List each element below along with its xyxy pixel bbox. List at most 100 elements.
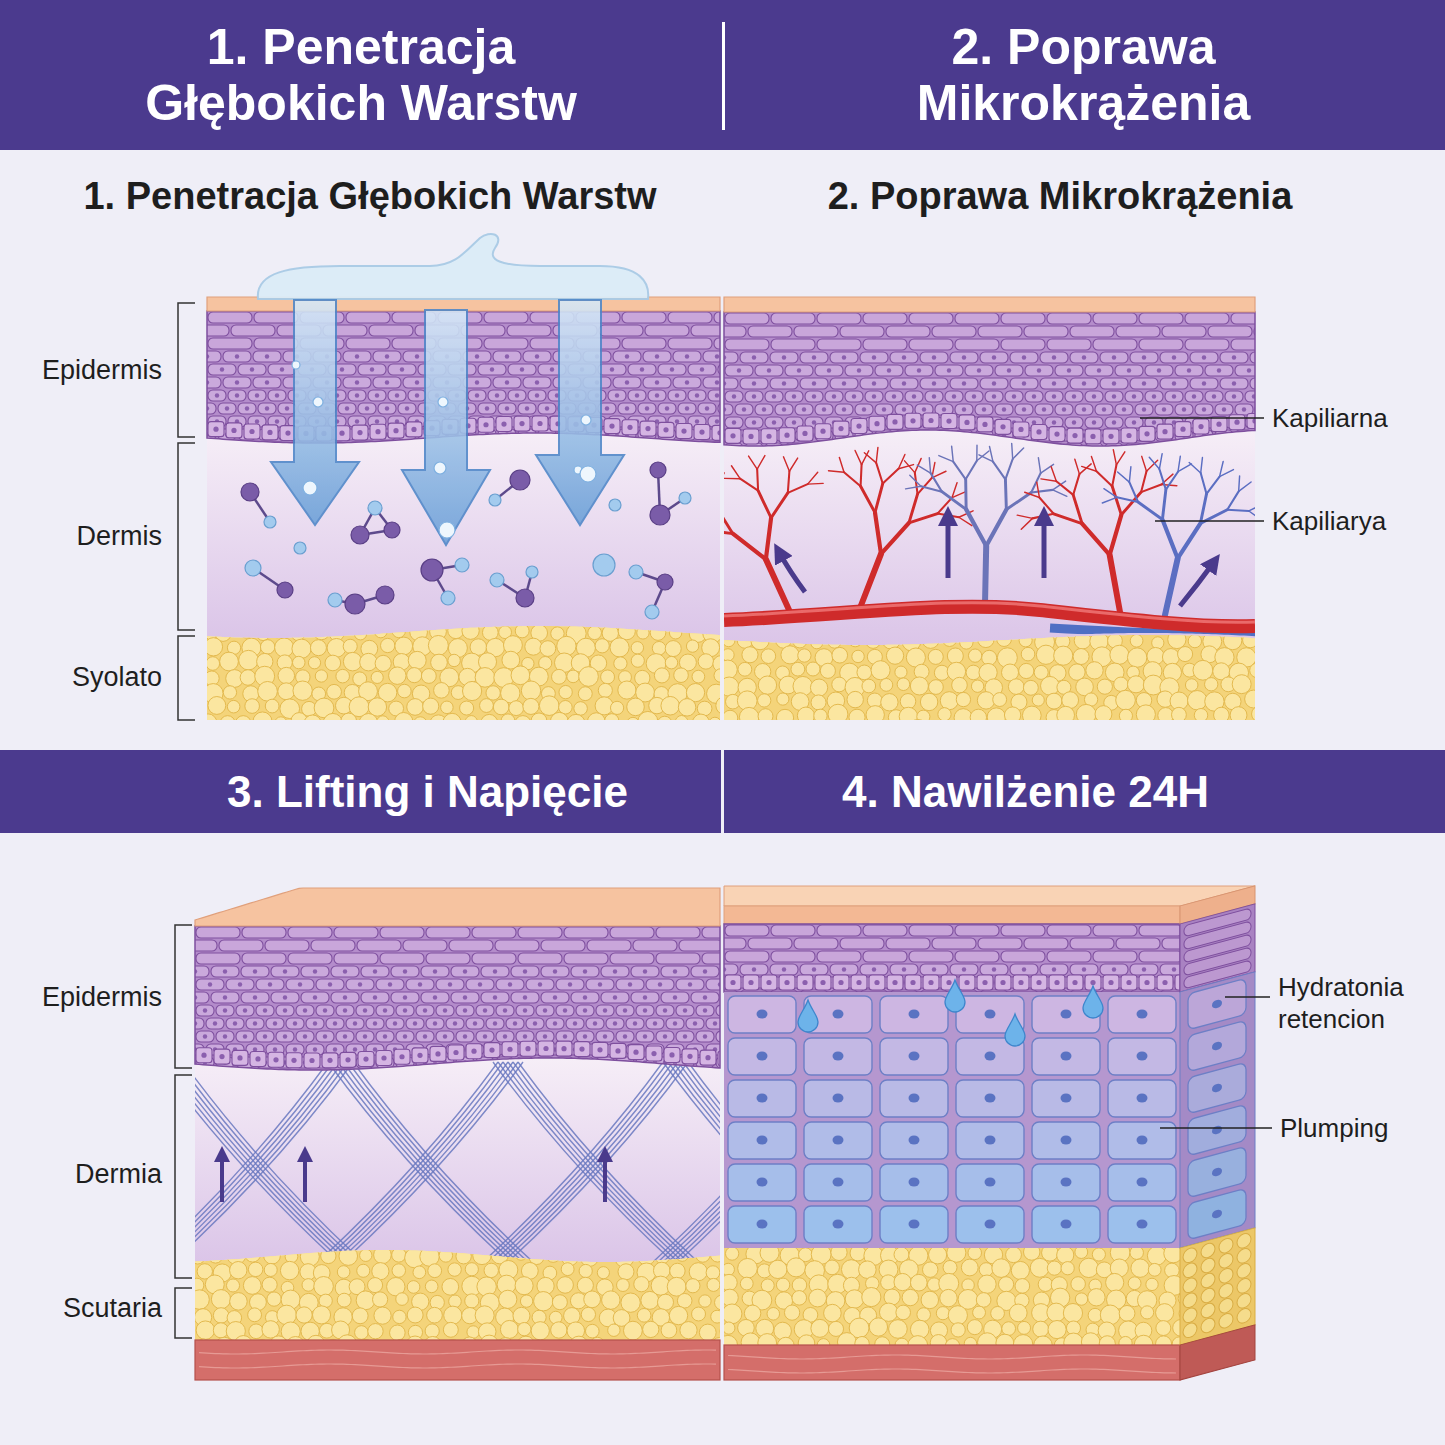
- illustration-part: [1022, 407, 1026, 411]
- illustration-part: [484, 312, 528, 323]
- illustration-part: [1047, 313, 1091, 324]
- illustration-part: [476, 1005, 494, 1016]
- illustration-part: [360, 653, 378, 671]
- illustration-part: [923, 413, 939, 428]
- illustration-part: [842, 355, 846, 359]
- illustration-part: [1102, 721, 1121, 740]
- illustration-part: [496, 979, 524, 990]
- illustration-part: [356, 1031, 374, 1042]
- illustration-part: [265, 699, 279, 713]
- illustration-part: [656, 927, 700, 938]
- illustration-part: [947, 648, 963, 664]
- illustration-part: [408, 442, 426, 453]
- illustration-part: [717, 473, 725, 487]
- illustration-part: [673, 351, 701, 362]
- illustration-part: [1092, 420, 1096, 424]
- illustration-part: [1175, 365, 1203, 376]
- illustration-part: [343, 351, 371, 362]
- illustration-part: [466, 979, 494, 990]
- illustration-part: [748, 434, 753, 439]
- illustration-part: [909, 313, 953, 324]
- illustration-part: [231, 428, 236, 433]
- illustration-part: [845, 391, 863, 402]
- illustration-part: [762, 407, 766, 411]
- illustration-part: [952, 446, 954, 462]
- illustration-part: [356, 1005, 374, 1016]
- illustration-part: [357, 940, 401, 951]
- illustration-part: [515, 624, 529, 638]
- illustration-part: [268, 982, 272, 986]
- illustration-part: [508, 442, 526, 453]
- illustration-part: [465, 716, 477, 728]
- illustration-part: [373, 995, 377, 999]
- illustration-part: [453, 1021, 457, 1025]
- illustration-part: [176, 1005, 194, 1016]
- illustration-part: [749, 456, 758, 469]
- illustration-part: [618, 681, 636, 699]
- illustration-part: [341, 713, 357, 729]
- illustration-part: [576, 1005, 594, 1016]
- illustration-part: [941, 414, 957, 429]
- illustration-part: [358, 364, 386, 375]
- illustration-part: [313, 969, 317, 973]
- illustration-part: [797, 368, 801, 372]
- illustration-part: [1082, 355, 1086, 359]
- illustration-part: [962, 407, 966, 411]
- illustration-part: [468, 390, 486, 401]
- illustration-part: [808, 472, 818, 484]
- illustration-part: [176, 1031, 194, 1042]
- illustration-part: [393, 428, 398, 433]
- illustration-part: [946, 516, 951, 578]
- illustration-part: [1235, 365, 1263, 376]
- illustration-part: [150, 953, 194, 964]
- illustration-part: [449, 940, 493, 951]
- illustration-part: [493, 699, 509, 715]
- illustration-part: [1252, 446, 1256, 450]
- illustration-part: [580, 466, 596, 482]
- illustration-part: [223, 377, 251, 388]
- illustration-part: [211, 992, 239, 1003]
- illustration-part: [1192, 394, 1196, 398]
- illustration-part: [303, 1034, 307, 1038]
- illustration-part: [1052, 420, 1056, 424]
- illustration-part: [481, 966, 509, 977]
- illustration-part: [980, 352, 1008, 363]
- illustration-part: [388, 442, 406, 453]
- illustration-part: [238, 982, 242, 986]
- illustration-part: [523, 995, 527, 999]
- illustration-part: [635, 445, 639, 449]
- illustration-part: [313, 995, 317, 999]
- illustration-part: [384, 522, 400, 538]
- illustration-part: [195, 445, 199, 449]
- illustration-part: [1032, 694, 1044, 706]
- illustration-part: [712, 446, 716, 450]
- illustration-part: [855, 404, 873, 415]
- illustration-part: [239, 650, 259, 670]
- illustration-part: [376, 979, 404, 990]
- illustration-part: [643, 1034, 647, 1038]
- illustration-part: [526, 979, 554, 990]
- illustration-part: [1115, 404, 1133, 415]
- illustration-part: [892, 394, 896, 398]
- illustration-part: [1152, 420, 1156, 424]
- illustration-part: [443, 1008, 447, 1012]
- illustration-part: [376, 1031, 394, 1042]
- illustration-part: [610, 367, 614, 371]
- illustration-part: [328, 982, 332, 986]
- illustration-part: [398, 403, 416, 414]
- illustration-part: [811, 637, 823, 649]
- illustration-part: [610, 701, 623, 714]
- illustration-part: [1082, 381, 1086, 385]
- illustration-part: [1172, 707, 1187, 722]
- illustration-part: [1127, 676, 1144, 693]
- illustration-part: [255, 445, 259, 449]
- illustration-part: [588, 626, 602, 640]
- illustration-part: [1132, 420, 1136, 424]
- illustration-part: [488, 442, 506, 453]
- illustration-part: [771, 339, 815, 350]
- illustration-part: [598, 683, 612, 697]
- illustration-part: [395, 637, 413, 655]
- illustration-part: [1190, 352, 1218, 363]
- illustration-part: [368, 390, 386, 401]
- illustration-part: [1152, 394, 1156, 398]
